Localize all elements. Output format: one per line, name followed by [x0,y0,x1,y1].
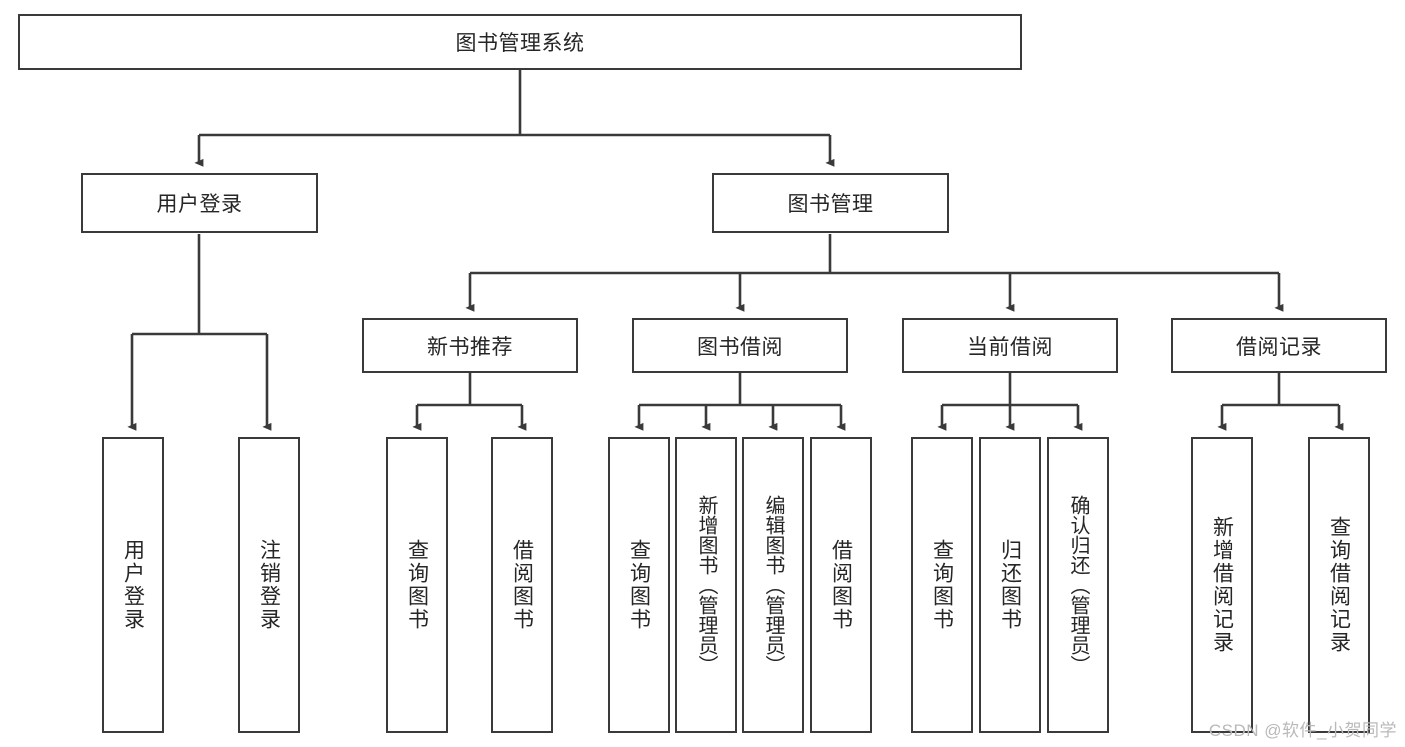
node-label: 编辑图书（管理员） [762,495,784,675]
leaf-edit-book-admin[interactable]: 编辑图书（管理员） [742,437,804,733]
leaf-borrow-book-new-recommend[interactable]: 借阅图书 [491,437,553,733]
leaf-return-book[interactable]: 归还图书 [979,437,1041,733]
node-label: 查询图书 [405,539,429,631]
node-label: 归还图书 [998,539,1022,631]
node-label: 图书借阅 [697,335,783,359]
node-label: 用户登录 [121,539,145,631]
watermark-text: CSDN @软件_小贺同学 [1208,721,1397,740]
node-label: 确认归还（管理员） [1067,495,1089,675]
node-user-login[interactable]: 用户登录 [81,173,318,233]
node-label: 查询借阅记录 [1327,516,1351,654]
node-label: 查询图书 [627,539,651,631]
node-current-borrow[interactable]: 当前借阅 [902,318,1118,373]
node-label: 当前借阅 [967,335,1053,359]
node-label: 图书管理 [787,193,874,216]
node-book-borrow[interactable]: 图书借阅 [632,318,848,373]
leaf-borrow-book-borrow[interactable]: 借阅图书 [810,437,872,733]
node-borrow-record[interactable]: 借阅记录 [1171,318,1387,373]
leaf-add-book-admin[interactable]: 新增图书（管理员） [675,437,737,733]
node-new-book-recommend[interactable]: 新书推荐 [362,318,578,373]
node-label: 新增图书（管理员） [695,495,717,675]
leaf-query-book-current[interactable]: 查询图书 [911,437,973,733]
node-label: 借阅记录 [1236,335,1322,359]
node-book-management[interactable]: 图书管理 [712,173,949,233]
node-label: 新增借阅记录 [1210,516,1234,654]
leaf-confirm-return-admin[interactable]: 确认归还（管理员） [1047,437,1109,733]
node-label: 查询图书 [930,539,954,631]
leaf-query-book-new-recommend[interactable]: 查询图书 [386,437,448,733]
node-root-book-management-system[interactable]: 图书管理系统 [18,14,1022,70]
leaf-query-book-borrow[interactable]: 查询图书 [608,437,670,733]
node-label: 图书管理系统 [455,32,585,55]
node-label: 借阅图书 [829,539,853,631]
leaf-user-login[interactable]: 用户登录 [102,437,164,733]
node-label: 注销登录 [257,539,281,631]
leaf-add-borrow-record[interactable]: 新增借阅记录 [1191,437,1253,733]
node-label: 新书推荐 [427,335,513,359]
node-label: 借阅图书 [510,539,534,631]
leaf-user-logout[interactable]: 注销登录 [238,437,300,733]
node-label: 用户登录 [156,193,243,216]
leaf-query-borrow-record[interactable]: 查询借阅记录 [1308,437,1370,733]
